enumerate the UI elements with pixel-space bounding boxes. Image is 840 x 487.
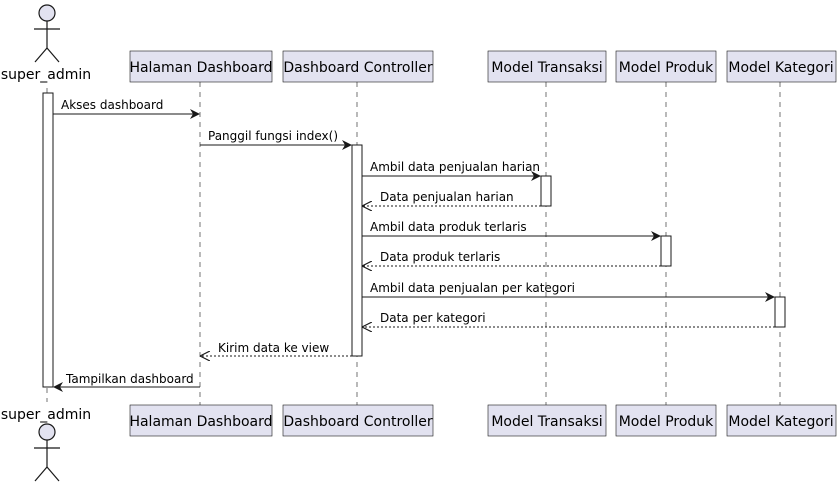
message-ambil-penjualan-kategori: Ambil data penjualan per kategori	[362, 281, 775, 302]
message-label: Tampilkan dashboard	[65, 372, 194, 386]
message-label: Data penjualan harian	[380, 190, 514, 204]
stick-figure-icon	[34, 423, 60, 482]
participant-label: Model Kategori	[728, 414, 833, 430]
message-data-produk-terlaris: Data produk terlaris	[363, 250, 661, 266]
participants-top: Halaman Dashboard Dashboard Controller M…	[129, 50, 837, 83]
participant-produk-bottom: Model Produk	[615, 404, 717, 437]
activation-controller	[351, 144, 363, 357]
participant-transaksi-bottom: Model Transaksi	[487, 404, 607, 437]
participant-label: Model Produk	[619, 414, 714, 430]
activation-transaksi	[540, 175, 552, 207]
message-kirim-ke-view: Kirim data ke view	[201, 341, 352, 356]
activation-super-admin	[42, 92, 54, 388]
participant-label: Model Produk	[619, 60, 714, 76]
participant-label: Dashboard Controller	[283, 414, 433, 430]
message-data-per-kategori: Data per kategori	[363, 311, 775, 327]
activation-produk	[660, 235, 672, 267]
message-akses-dashboard: Akses dashboard	[53, 98, 200, 119]
actor-top-label: super_admin	[1, 67, 91, 83]
participant-label: Model Kategori	[728, 60, 833, 76]
participant-controller-bottom: Dashboard Controller	[282, 404, 434, 437]
activations	[42, 92, 786, 388]
message-label: Data produk terlaris	[380, 250, 500, 264]
message-ambil-produk-terlaris: Ambil data produk terlaris	[362, 220, 661, 241]
participant-halaman-top: Halaman Dashboard	[129, 50, 273, 83]
actor-bottom: super_admin	[1, 407, 91, 482]
participant-kategori-top: Model Kategori	[726, 50, 837, 83]
participant-label: Halaman Dashboard	[129, 60, 272, 76]
message-label: Ambil data penjualan per kategori	[370, 281, 575, 295]
participant-produk-top: Model Produk	[615, 50, 717, 83]
participants-bottom: Halaman Dashboard Dashboard Controller M…	[129, 404, 837, 437]
stick-figure-icon	[34, 4, 60, 63]
message-tampilkan-dashboard: Tampilkan dashboard	[53, 372, 200, 392]
actor-bottom-label: super_admin	[1, 407, 91, 423]
actor-top: super_admin	[1, 4, 91, 83]
message-label: Data per kategori	[380, 311, 486, 325]
participant-label: Model Transaksi	[491, 414, 602, 430]
message-label: Akses dashboard	[61, 98, 163, 112]
message-ambil-penjualan-harian: Ambil data penjualan harian	[362, 160, 541, 181]
message-label: Ambil data produk terlaris	[370, 220, 527, 234]
participant-transaksi-top: Model Transaksi	[487, 50, 607, 83]
participant-label: Model Transaksi	[491, 60, 602, 76]
message-panggil-index: Panggil fungsi index()	[200, 129, 352, 150]
participant-controller-top: Dashboard Controller	[282, 50, 434, 83]
participant-kategori-bottom: Model Kategori	[726, 404, 837, 437]
message-label: Ambil data penjualan harian	[370, 160, 540, 174]
message-label: Kirim data ke view	[218, 341, 329, 355]
participant-halaman-bottom: Halaman Dashboard	[129, 404, 273, 437]
messages: Akses dashboard Panggil fungsi index() A…	[53, 98, 775, 392]
message-label: Panggil fungsi index()	[208, 129, 338, 143]
activation-kategori	[774, 296, 786, 328]
message-data-penjualan-harian: Data penjualan harian	[363, 190, 541, 206]
participant-label: Dashboard Controller	[283, 60, 433, 76]
participant-label: Halaman Dashboard	[129, 414, 272, 430]
